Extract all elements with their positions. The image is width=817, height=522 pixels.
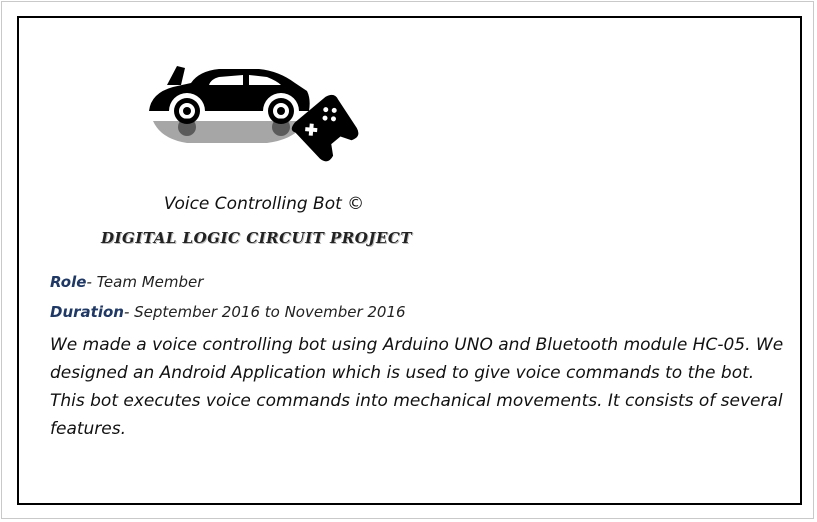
project-title: Voice Controlling Bot ©: [163, 194, 365, 214]
project-logo: [149, 66, 359, 162]
project-description: We made a voice controlling bot using Ar…: [50, 335, 784, 439]
car-icon: [149, 66, 310, 143]
role-row: Role- Team Member: [50, 273, 203, 291]
duration-value: - September 2016 to November 2016: [123, 303, 406, 321]
role-value: - Team Member: [86, 273, 204, 291]
duration-label: Duration: [50, 303, 124, 321]
gamepad-icon: [291, 94, 359, 162]
duration-row: Duration- September 2016 to November 201…: [50, 303, 406, 321]
project-card: Voice Controlling Bot © Digital Logic Ci…: [17, 16, 802, 505]
role-label: Role: [50, 273, 87, 291]
project-subtitle: Digital Logic Circuit Project: [101, 229, 412, 247]
